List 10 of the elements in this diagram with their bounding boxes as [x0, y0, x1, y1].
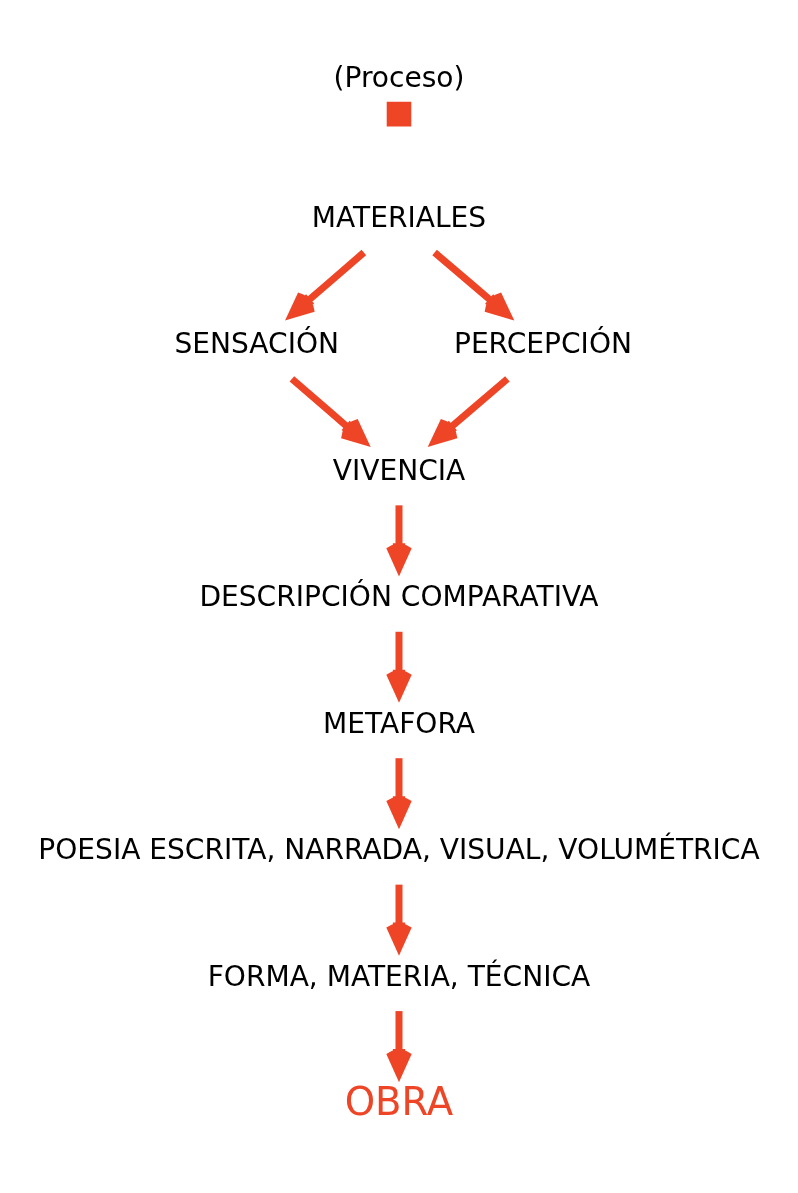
diagram-title: (Proceso)	[333, 60, 465, 94]
node-text: MATERIALES	[311, 200, 487, 234]
node-text: POESIA ESCRITA, NARRADA, VISUAL, VOLUMÉTRICA	[38, 832, 760, 866]
node-text: METAFORA	[323, 706, 475, 740]
node-text: DESCRIPCIÓN COMPARATIVA	[199, 579, 599, 613]
node-text: SENSACIÓN	[174, 326, 340, 360]
node-text: PERCEPCIÓN	[453, 326, 633, 360]
node-text: FORMA, MATERIA, TÉCNICA	[207, 959, 591, 993]
node-text: OBRA	[344, 1078, 454, 1124]
node-text: VIVENCIA	[332, 453, 466, 487]
